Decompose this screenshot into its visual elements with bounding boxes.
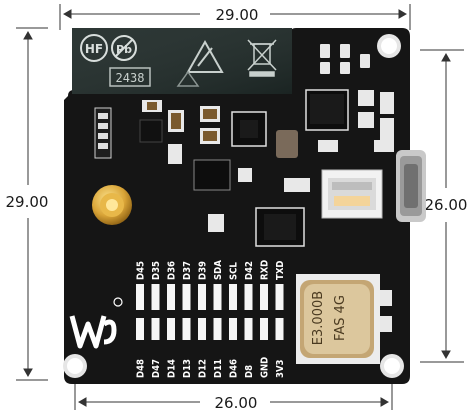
usb-c-connector: [396, 150, 426, 222]
pin-label-bottom: D13: [182, 359, 193, 378]
pin-label-top: SDA: [213, 260, 224, 280]
dimension-right: [420, 49, 464, 363]
dim-bottom-label: 26.00: [215, 394, 258, 412]
pin-label-top: D37: [182, 261, 193, 280]
antenna-module: HF Pb 2438: [72, 28, 292, 94]
pin-label-bottom: D12: [198, 359, 209, 378]
pin-label-top: RXD: [260, 260, 271, 280]
pad-bottom: [182, 318, 191, 340]
pad-top: [167, 284, 175, 310]
mounting-hole-top-right: [377, 34, 401, 58]
ufl-antenna-connector: [92, 185, 132, 225]
dimension-top: [59, 4, 411, 30]
pin-label-bottom: D14: [167, 359, 178, 378]
crystal-side-pads: [380, 290, 392, 332]
pin-header-stripes: [136, 284, 284, 340]
crystal-oscillator: E3.000B FAS 4G: [296, 274, 380, 364]
dimension-bottom: [74, 372, 393, 410]
top-right-pads: [320, 44, 370, 74]
waveshare-logo: [69, 297, 123, 349]
antenna-serial: 2438: [116, 71, 145, 85]
pad-top: [229, 284, 237, 310]
pad-top: [136, 284, 144, 310]
pin-label-bottom: 3V3: [275, 359, 286, 378]
pin-labels-top: D45 D35 D36 D37 D39 SDA SCL D42 RXD TXD: [136, 260, 287, 280]
pad-top: [182, 284, 191, 310]
pin-label-top: D42: [244, 261, 255, 280]
pin-labels-bottom: D48 D47 D14 D13 D12 D11 D46 D8 GND 3V3: [136, 357, 287, 378]
pad-bottom: [260, 318, 268, 340]
pin-label-top: SCL: [229, 262, 240, 280]
weee-bin-icon: [247, 39, 277, 77]
dim-right-label: 26.00: [425, 196, 468, 214]
pad-top: [275, 284, 284, 310]
pin-label-bottom: D47: [151, 359, 162, 378]
pad-bottom: [198, 318, 206, 340]
pin-label-bottom: GND: [260, 357, 271, 378]
pin-label-bottom: D8: [244, 365, 255, 378]
esd-warning-icon: [186, 39, 224, 73]
pad-bottom: [136, 318, 144, 340]
mounting-hole-bottom-left: [63, 354, 87, 378]
dim-top-label: 29.00: [216, 6, 259, 24]
pad-bottom: [151, 318, 160, 340]
pad-bottom: [167, 318, 175, 340]
top-left-components: [94, 100, 310, 247]
pad-bottom: [229, 318, 237, 340]
right-components: [305, 89, 394, 152]
pin-label-bottom: D46: [229, 359, 240, 378]
crystal-line2: FAS 4G: [333, 295, 348, 341]
pad-top: [198, 284, 206, 310]
pin-label-bottom: D48: [136, 359, 147, 378]
dim-left-label: 29.00: [6, 193, 49, 211]
pin-label-top: D39: [198, 261, 209, 280]
hf-mark: HF: [85, 42, 103, 56]
fpc-connector: [321, 169, 383, 219]
pin-label-top: D35: [151, 261, 162, 280]
pin-label-top: D36: [167, 261, 178, 280]
crystal-line1: E3.000B: [311, 291, 326, 345]
pad-bottom: [213, 318, 222, 340]
dimension-left: [16, 27, 48, 381]
mounting-hole-bottom-right: [380, 354, 404, 378]
pad-top: [151, 284, 160, 310]
pad-top: [260, 284, 268, 310]
pad-bottom: [244, 318, 253, 340]
pad-top: [244, 284, 253, 310]
pin-label-top: D45: [136, 261, 147, 280]
pad-top: [213, 284, 222, 310]
pin-label-bottom: D11: [213, 359, 224, 378]
pad-bottom: [275, 318, 284, 340]
pin-label-top: TXD: [275, 260, 286, 280]
